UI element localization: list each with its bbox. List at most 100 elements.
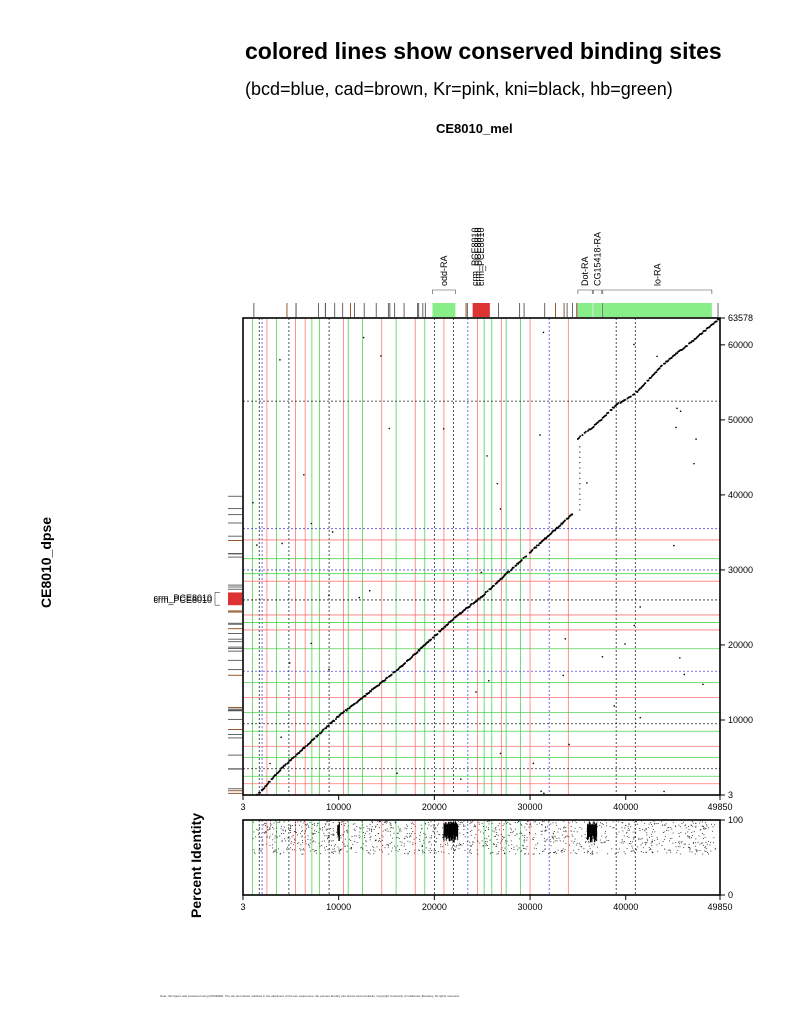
pid-dot: [494, 836, 496, 837]
pid-dot: [292, 849, 293, 851]
alignment-dot: [390, 673, 393, 676]
pid-dot: [331, 840, 333, 842]
pid-dot: [556, 824, 558, 826]
pid-dot: [470, 846, 472, 847]
pid-dot: [407, 840, 409, 842]
pid-dot: [396, 833, 398, 835]
pid-dot: [351, 836, 353, 837]
pid-dot: [457, 828, 459, 830]
pid-dot: [588, 820, 590, 822]
pid-dot: [648, 847, 650, 849]
pid-dot: [406, 833, 408, 835]
stray-dot: [562, 674, 564, 677]
pid-dot: [462, 822, 464, 824]
pid-dot: [511, 844, 513, 846]
pid-dot: [350, 847, 352, 849]
pid-dot: [516, 845, 518, 847]
pid-dot: [626, 848, 628, 850]
pid-dot: [591, 853, 593, 855]
pid-dot: [314, 850, 316, 852]
pid-dot: [617, 851, 619, 853]
pid-dot: [292, 835, 294, 836]
stray-dot: [673, 544, 675, 547]
pid-dot: [399, 828, 401, 830]
pid-dot: [532, 838, 533, 840]
pid-dot: [477, 853, 479, 855]
pid-dot: [630, 842, 632, 844]
pid-dot: [314, 833, 316, 835]
stray-dot: [693, 462, 695, 465]
pid-dot: [533, 847, 535, 849]
pid-dot: [710, 823, 712, 825]
pid-dot: [264, 832, 266, 834]
pid-dot: [669, 840, 671, 842]
pid-dot: [661, 845, 663, 847]
pid-dot: [333, 850, 335, 852]
pid-dot: [606, 822, 607, 824]
pid-dot: [667, 827, 669, 829]
stray-dot: [310, 522, 313, 525]
pid-dot: [537, 842, 539, 844]
pid-dot: [687, 846, 689, 848]
pid-dot: [272, 847, 274, 849]
alignment-dot: [369, 690, 372, 693]
pid-dot: [497, 853, 499, 855]
pid-dot: [329, 840, 331, 842]
pid-dot: [314, 830, 316, 832]
pid-dot: [401, 841, 403, 843]
pid-dot: [514, 828, 516, 830]
pid-dot: [596, 852, 598, 854]
pid-dot: [269, 827, 271, 829]
pid-dot: [382, 844, 384, 846]
pid-dot: [328, 820, 330, 822]
pid-dot: [422, 852, 424, 854]
pid-dot: [691, 837, 693, 839]
pid-dot: [705, 847, 707, 849]
crm-label-x: crm_PCE8010: [473, 227, 483, 286]
pid-dot: [352, 843, 354, 845]
pid-dot: [448, 853, 450, 855]
pid-dot: [414, 852, 416, 854]
gene-label: Dot-RA: [580, 256, 590, 286]
pid-dot: [529, 833, 531, 835]
pid-dot: [699, 820, 701, 822]
gene-label: lo-RA: [652, 263, 662, 286]
pid-dot: [260, 836, 262, 838]
pid-dot: [326, 846, 327, 847]
pid-dot: [433, 850, 435, 852]
pid-dot: [516, 849, 518, 851]
pid-dot: [442, 834, 444, 836]
pid-dot: [275, 849, 277, 851]
pid-dot: [486, 841, 488, 843]
pid-dot: [307, 835, 309, 837]
pid-dot: [630, 826, 632, 828]
pid-dot: [695, 849, 697, 851]
pid-dot: [633, 838, 635, 840]
pid-dot: [621, 827, 623, 829]
pid-dot: [391, 850, 393, 852]
alignment-dot: [624, 398, 627, 401]
pid-dot: [519, 832, 521, 834]
pid-dot: [261, 843, 263, 845]
pid-dot: [548, 821, 550, 823]
pid-dot: [544, 844, 546, 846]
pid-dot: [601, 835, 603, 837]
pid-dot: [522, 835, 524, 837]
pid-dot: [572, 821, 573, 823]
pid-dot: [497, 834, 499, 836]
pid-dot: [651, 844, 653, 846]
pid-dot: [436, 831, 438, 833]
pid-dot: [481, 822, 483, 824]
pid-dot: [631, 850, 633, 852]
pid-dot: [691, 821, 693, 822]
pid-dot: [360, 827, 362, 829]
pid-dot: [516, 833, 518, 835]
pid-dot: [689, 849, 691, 851]
pid-dot: [584, 821, 585, 823]
pid-dot: [628, 824, 630, 826]
stray-dot: [532, 762, 535, 765]
stray-dot: [702, 683, 704, 686]
stray-dot: [579, 482, 581, 485]
alignment-dot: [325, 726, 328, 729]
pid-dot: [441, 851, 443, 853]
